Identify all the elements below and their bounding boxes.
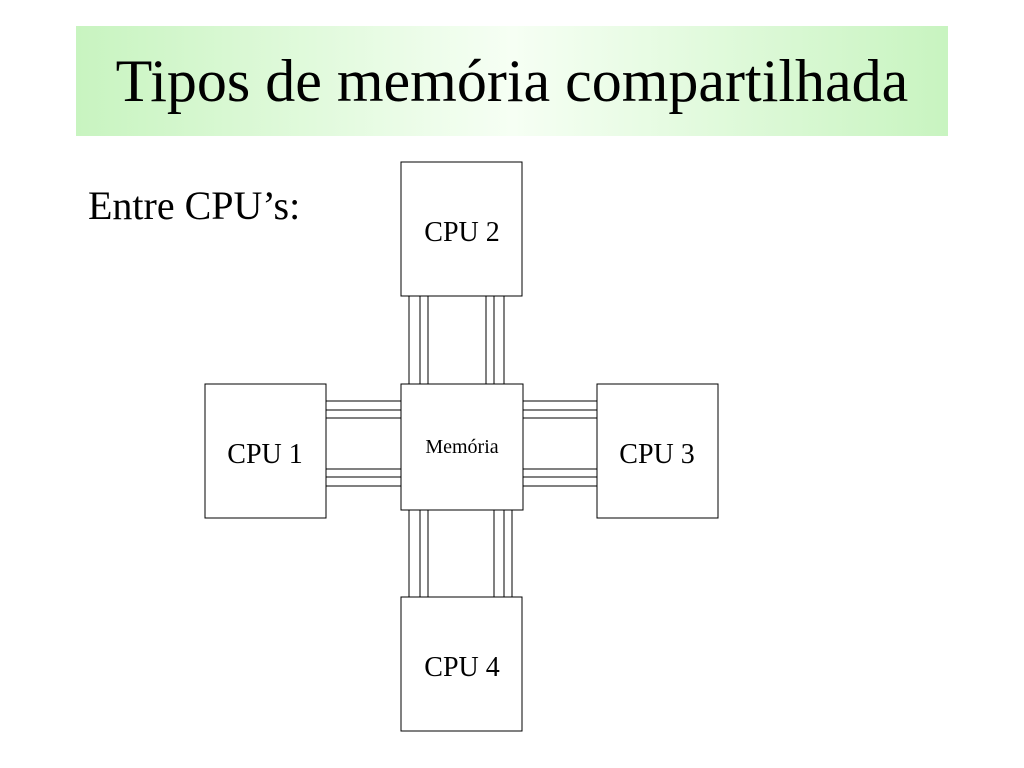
- cpu1-label: CPU 1: [227, 439, 302, 470]
- node-cpu1: CPU 1: [204, 383, 327, 519]
- connector-cpu1-memory: [326, 400, 401, 487]
- cpu2-label: CPU 2: [424, 217, 499, 248]
- cpu4-label: CPU 4: [424, 652, 499, 683]
- memory-box: [400, 383, 524, 511]
- connector-cpu2-memory: [408, 296, 505, 384]
- node-memory: Memória: [400, 383, 524, 511]
- slide-title: Tipos de memória compartilhada: [115, 48, 909, 114]
- title-banner: Tipos de memória compartilhada: [76, 26, 948, 136]
- slide-subtitle: Entre CPU’s:: [88, 183, 301, 228]
- node-cpu2: CPU 2: [400, 161, 523, 297]
- cpu1-box: [204, 383, 327, 519]
- cpu4-box: [400, 596, 523, 732]
- cpu2-box: [400, 161, 523, 297]
- node-cpu3: CPU 3: [596, 383, 719, 519]
- connector-cpu4-memory: [408, 510, 513, 597]
- cpu3-label: CPU 3: [619, 439, 694, 470]
- node-cpu4: CPU 4: [400, 596, 523, 732]
- cpu3-box: [596, 383, 719, 519]
- connector-cpu3-memory: [523, 400, 597, 487]
- memory-label: Memória: [425, 436, 498, 458]
